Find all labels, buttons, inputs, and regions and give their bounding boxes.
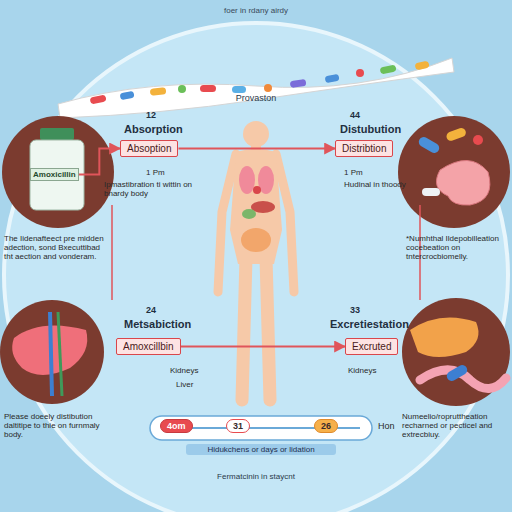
medicine-bottle bbox=[30, 128, 84, 210]
timeline-bar bbox=[150, 416, 372, 440]
background-circle bbox=[4, 23, 508, 512]
side-note: Please doeely distibution daltitipe to t… bbox=[4, 412, 108, 440]
node-text: Excruted bbox=[352, 341, 391, 352]
step-number: 44 bbox=[350, 110, 380, 120]
node-text: Amoxcillbin bbox=[123, 341, 174, 352]
human-body bbox=[218, 121, 294, 400]
step-number: 12 bbox=[146, 110, 176, 120]
side-note: *Numhthal Ildepobilleation cocebeation o… bbox=[406, 234, 508, 262]
step-heading: Distubution bbox=[340, 123, 440, 136]
stage-box: Excruted bbox=[345, 338, 398, 355]
time-pill: 26 bbox=[314, 419, 338, 433]
side-note: The Iidenafteect pre midden adection, so… bbox=[4, 234, 108, 262]
bottle-label: Amoxicillin bbox=[30, 168, 79, 181]
stage-box: Distribtion bbox=[335, 140, 393, 157]
excretion-drawing bbox=[410, 318, 506, 389]
step-number: 24 bbox=[146, 305, 176, 315]
node-text: Absoption bbox=[127, 143, 171, 154]
stage-box: Absoption bbox=[120, 140, 178, 157]
time-label: 1 Pm bbox=[344, 168, 384, 177]
time-end: Hon bbox=[378, 421, 395, 431]
step-heading: Excretiestation bbox=[330, 318, 440, 331]
footer-note: Fermatcinin in staycnt bbox=[176, 472, 336, 481]
step-number: 33 bbox=[350, 305, 380, 315]
time-pill: 4om bbox=[160, 419, 193, 433]
guide-line bbox=[111, 205, 113, 300]
time-pill: 31 bbox=[226, 419, 250, 433]
step-heading: Metsabiction bbox=[124, 318, 224, 331]
liver-circle bbox=[0, 300, 104, 404]
node-text: Amoxicillin bbox=[33, 170, 76, 179]
side-note: Numeelio/ropruttheation recharned or pec… bbox=[402, 412, 508, 440]
ribbon-pills bbox=[90, 61, 430, 105]
ribbon-caption: Provaston bbox=[196, 93, 316, 103]
stomach-pills bbox=[417, 127, 490, 205]
excretion-circle bbox=[402, 298, 510, 406]
organ-label: Kidneys bbox=[170, 366, 220, 375]
organ-label: Kidneys bbox=[348, 366, 398, 375]
timeline-caption: Hidukchens or days or lidation bbox=[186, 444, 336, 455]
step-heading: Absorption bbox=[124, 123, 214, 136]
flow-arrow bbox=[79, 149, 120, 175]
time-label: 1 Pm bbox=[146, 168, 186, 177]
top-note: foer in rdany airdy bbox=[176, 6, 336, 15]
node-text: Distribtion bbox=[342, 143, 386, 154]
liver-drawing bbox=[12, 312, 87, 396]
stage-box: Amoxcillbin bbox=[116, 338, 181, 355]
step-note: Ipmastibration ti wittin on bnardy body bbox=[104, 180, 204, 198]
step-note: Hudinal in thoody bbox=[344, 180, 414, 189]
stomach-circle bbox=[398, 116, 510, 228]
organ-label: Liver bbox=[176, 380, 216, 389]
bottle-circle bbox=[2, 116, 114, 228]
flow-arrow bbox=[181, 346, 345, 348]
pill-ribbon bbox=[58, 58, 454, 118]
flow-arrow bbox=[178, 148, 335, 150]
